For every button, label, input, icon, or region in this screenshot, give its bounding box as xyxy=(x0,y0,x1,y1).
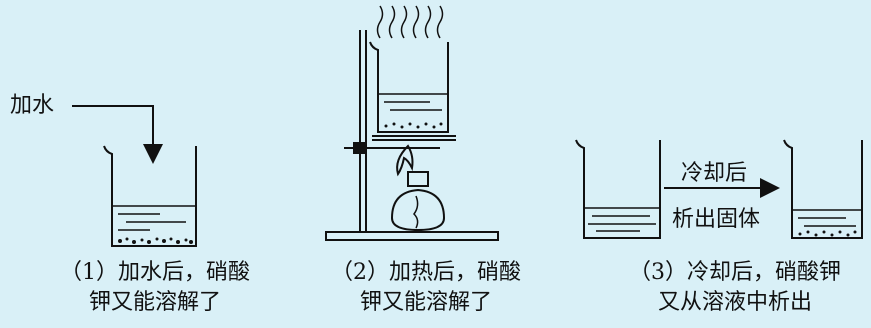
undissolved-crystals-1 xyxy=(118,237,193,244)
caption-2: （2）加热后，硝酸 钾又能溶解了 xyxy=(296,258,556,318)
beaker-2 xyxy=(369,41,449,133)
alcohol-lamp xyxy=(390,144,446,232)
heat-vapor-lines xyxy=(376,5,444,39)
caption-2-line2: 钾又能溶解了 xyxy=(359,290,492,315)
caption-1: （1）加水后，硝酸 钾又能溶解了 xyxy=(30,258,280,318)
caption-3: （3）冷却后，硝酸钾 又从溶液中析出 xyxy=(604,258,866,318)
caption-1-line1: （1）加水后，硝酸 xyxy=(60,260,250,285)
precipitated-crystals-3 xyxy=(798,230,857,237)
cooled-label: 冷却后 xyxy=(681,161,748,186)
beaker-3a xyxy=(575,139,661,239)
add-water-label: 加水 xyxy=(10,93,55,118)
beaker-1 xyxy=(103,145,197,247)
caption-3-line1: （3）冷却后，硝酸钾 xyxy=(629,260,841,285)
precipitate-solid-label: 析出固体 xyxy=(672,207,761,232)
iron-stand xyxy=(325,30,499,241)
dissolving-crystals-2 xyxy=(384,122,443,129)
caption-1-line2: 钾又能溶解了 xyxy=(88,290,221,315)
add-water-arrow xyxy=(72,105,163,164)
beaker-3b xyxy=(783,139,863,239)
caption-2-line1: （2）加热后，硝酸 xyxy=(331,260,521,285)
asbestos-gauze xyxy=(372,135,456,141)
caption-3-line2: 又从溶液中析出 xyxy=(657,290,812,315)
